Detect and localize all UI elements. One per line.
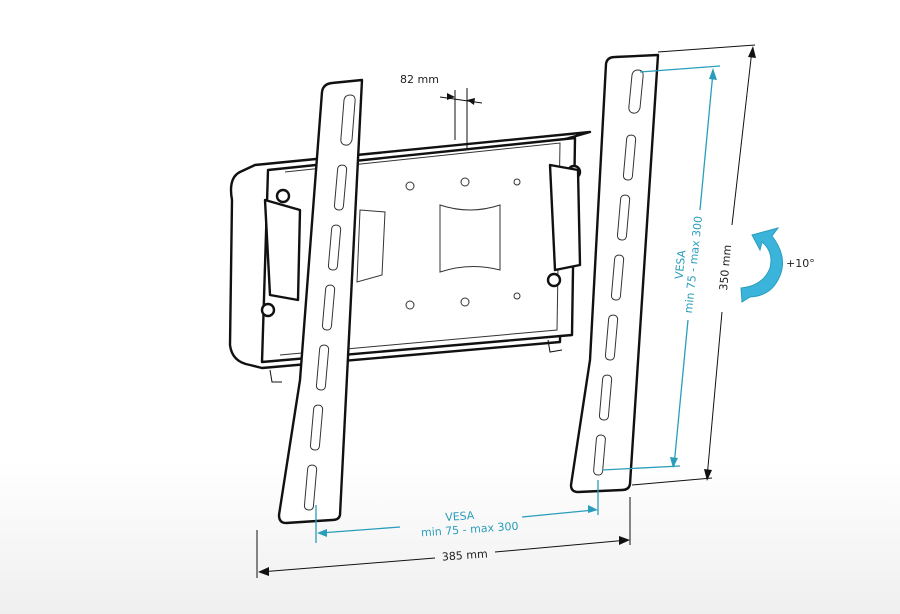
vesa-horizontal-dimension: VESA min 75 - max 300 bbox=[315, 480, 599, 543]
width-dimension: 385 mm bbox=[256, 497, 631, 578]
vesa-h-line1: VESA bbox=[445, 509, 475, 524]
wall-plate bbox=[228, 130, 592, 383]
vesa-v-line1: VESA bbox=[673, 249, 689, 280]
slot-width-dimension: 82 mm bbox=[400, 73, 483, 148]
left-arm bbox=[277, 78, 364, 525]
slot-width-label: 82 mm bbox=[400, 73, 439, 86]
height-label: 350 mm bbox=[717, 244, 734, 291]
width-label: 385 mm bbox=[441, 547, 488, 563]
tilt-label: +10° bbox=[786, 257, 815, 270]
curved-arrow-icon bbox=[740, 227, 783, 303]
right-arm bbox=[569, 53, 660, 494]
height-dimension: 350 mm bbox=[631, 44, 756, 486]
vesa-h-line2: min 75 - max 300 bbox=[421, 520, 519, 540]
